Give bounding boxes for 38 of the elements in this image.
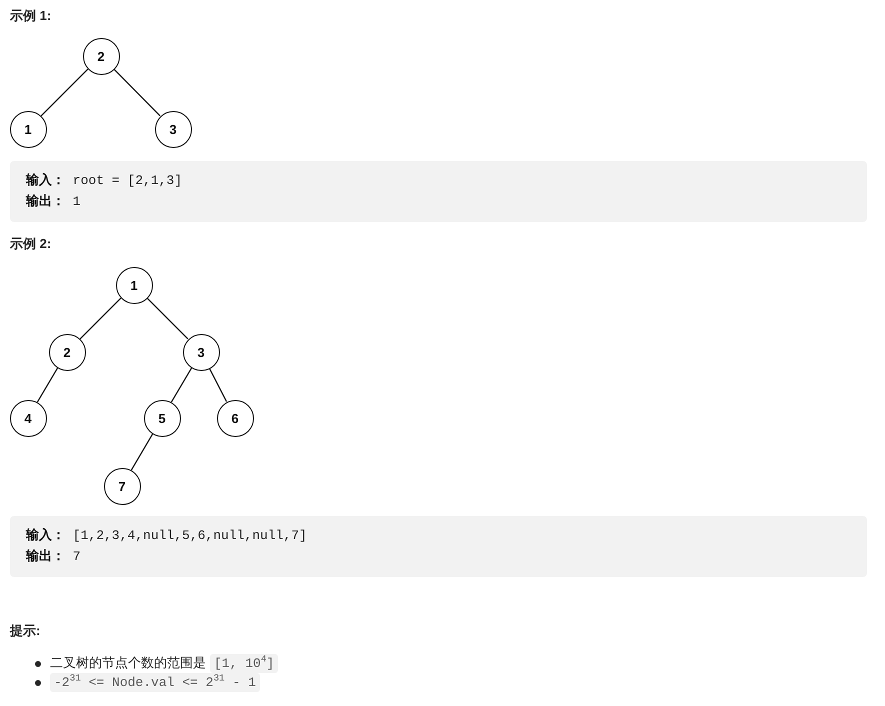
- hint-text: 二叉树的节点个数的范围是: [50, 655, 206, 672]
- tree-node: [48, 334, 86, 370]
- tree-node: [154, 110, 192, 148]
- inline-code: [1, 10$^{4}$]: [210, 654, 278, 673]
- tree-node: [10, 400, 46, 436]
- node-value: 1: [130, 278, 138, 292]
- tree-edge: [208, 368, 228, 402]
- node-value: 7: [118, 480, 126, 492]
- node-value: 4: [24, 412, 32, 424]
- code-line: 输出： 7: [26, 548, 82, 566]
- inline-code: -2$^{31}$ <= Node.val <= 2$^{31}$ - 1: [50, 673, 260, 692]
- code-line: 输出： 1: [26, 193, 82, 211]
- node-value: 3: [197, 346, 205, 358]
- node-value: 6: [231, 412, 239, 424]
- node-value: 2: [63, 346, 71, 358]
- code-line: 输入： [1,2,3,4,null,5,6,null,null,7]: [26, 526, 308, 545]
- node-value: 5: [158, 412, 166, 424]
- node-value: 3: [169, 122, 177, 136]
- tree-edge: [36, 368, 58, 402]
- tree-edge: [170, 368, 192, 402]
- tree-node: [104, 468, 140, 504]
- tree-edge: [114, 68, 160, 116]
- section-heading: 示例 2:: [10, 236, 52, 252]
- tree-edge: [130, 434, 154, 470]
- section-heading: 示例 1:: [10, 8, 52, 24]
- tree-edge: [40, 68, 88, 116]
- tree-edge: [80, 298, 122, 340]
- tree-node: [82, 38, 120, 74]
- tree-node: [144, 400, 180, 436]
- tree-edge: [146, 298, 188, 340]
- tree-node: [182, 334, 220, 370]
- tree-node: [216, 400, 254, 436]
- node-value: 1: [24, 122, 32, 136]
- code-line: 输入： root = [2,1,3]: [26, 172, 184, 190]
- node-value: 2: [97, 50, 105, 62]
- tree-node: [10, 110, 46, 148]
- section-heading: 提示:: [10, 623, 40, 639]
- tree-node: [116, 266, 152, 304]
